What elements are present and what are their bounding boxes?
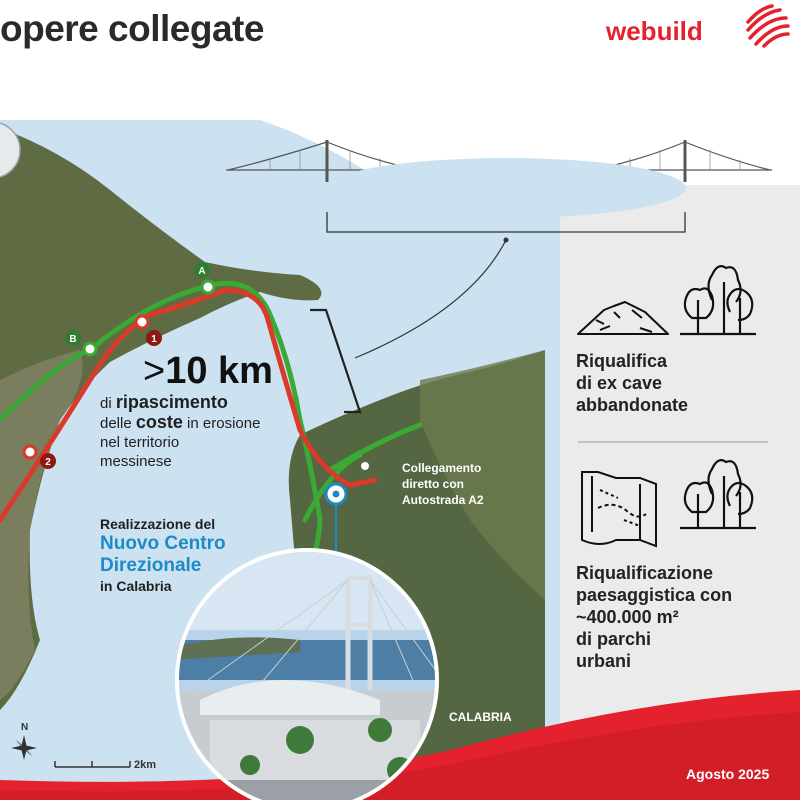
feature-parchi: Riqualificazione paesaggistica con ~400.… bbox=[576, 563, 733, 671]
quarry-icon bbox=[577, 301, 669, 335]
svg-text:1: 1 bbox=[151, 334, 157, 345]
span-bracket bbox=[326, 212, 686, 233]
sicily-urban bbox=[0, 350, 83, 700]
page-title: opere collegate bbox=[0, 8, 264, 49]
coast-caption: di ripascimento delle coste in erosione … bbox=[100, 392, 261, 471]
green-branch bbox=[327, 422, 423, 473]
marker-2 bbox=[40, 453, 56, 469]
brand-logo: webuild bbox=[606, 16, 703, 46]
webuild-logo-icon bbox=[746, 4, 790, 48]
marker-1 bbox=[146, 330, 162, 346]
compass-icon bbox=[11, 735, 37, 760]
north-label: N bbox=[21, 722, 29, 733]
svg-text:A: A bbox=[198, 266, 205, 277]
calabria-slope bbox=[420, 350, 545, 600]
centro-caption: Realizzazione del Nuovo Centro Direziona… bbox=[100, 516, 226, 594]
collegamento-caption: Collegamento diretto con Autostrada A2 bbox=[402, 461, 484, 507]
marker-b bbox=[65, 330, 81, 346]
coast-bracket bbox=[310, 308, 362, 414]
feature-cave: Riqualifica di ex cave abbandonate bbox=[576, 351, 689, 415]
trees-icon-2 bbox=[680, 459, 756, 530]
publication-date: Agosto 2025 bbox=[686, 766, 770, 782]
callout-line bbox=[354, 239, 507, 359]
coast-amount: >10 km bbox=[143, 350, 273, 392]
map-icon bbox=[581, 471, 657, 548]
red-route bbox=[0, 287, 378, 523]
strait-water bbox=[326, 158, 686, 218]
marker-a bbox=[194, 262, 210, 278]
trees-icon bbox=[680, 265, 756, 336]
collegamento-dot bbox=[361, 462, 369, 470]
green-branch-2 bbox=[302, 452, 363, 523]
svg-text:2: 2 bbox=[45, 457, 51, 468]
inset-circle bbox=[0, 122, 21, 178]
scale-bar bbox=[54, 761, 131, 768]
svg-text:B: B bbox=[69, 334, 76, 345]
scale-label: 2km bbox=[134, 759, 157, 771]
sicily-land bbox=[0, 128, 322, 710]
calabria-label: CALABRIA bbox=[449, 710, 512, 724]
